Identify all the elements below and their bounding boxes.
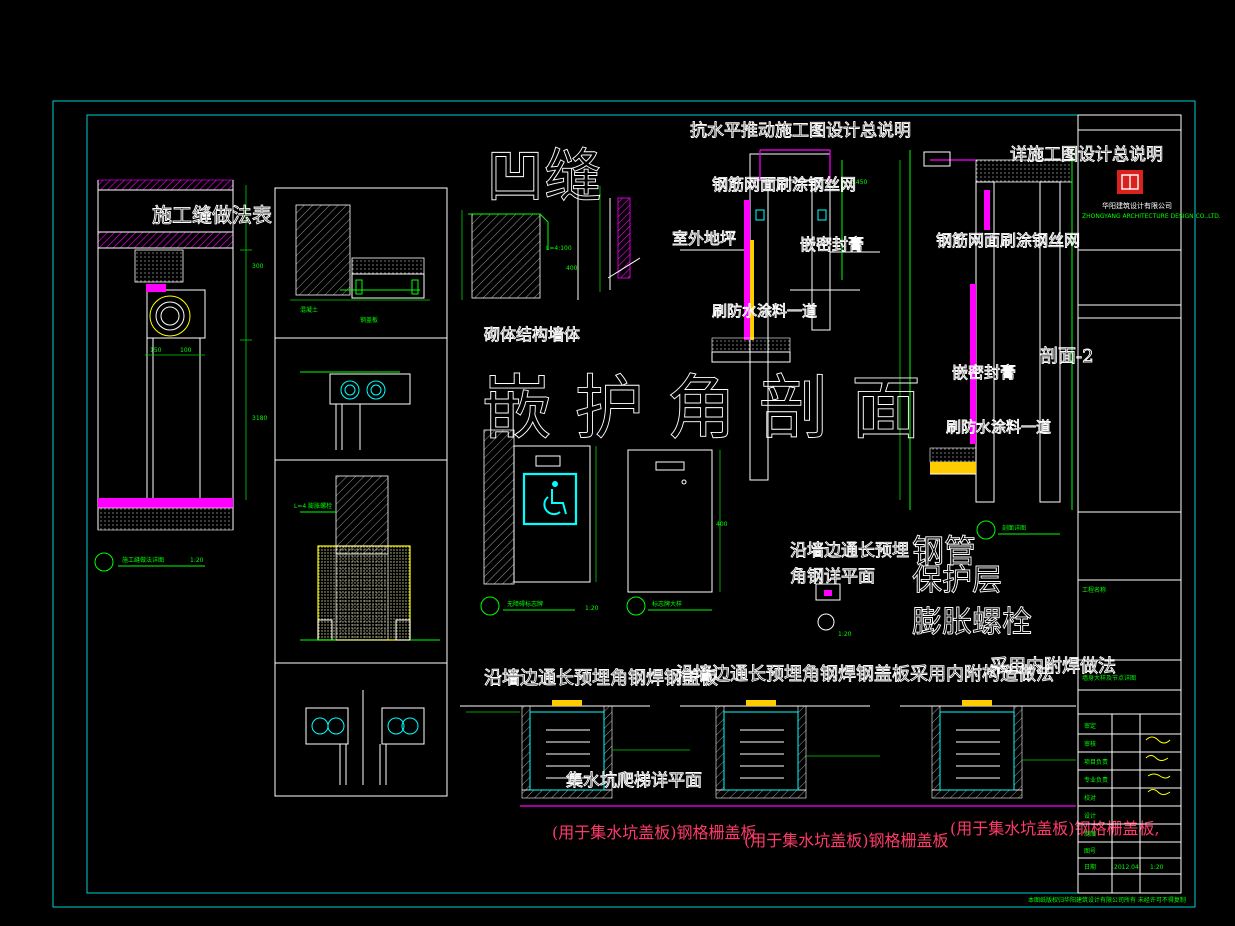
sign-plate-marker	[626, 596, 646, 616]
right-wall-section[interactable]	[899, 150, 1073, 510]
layer-text: 保护层	[912, 563, 1002, 598]
sign-plate-detail[interactable]: 400	[627, 449, 728, 593]
design-notes: 详施工图设计总说明	[1010, 145, 1163, 165]
sign-plate-label: 标志牌大样	[652, 600, 682, 608]
tb-row-1: 审核	[1084, 740, 1096, 748]
section-marker-right	[976, 520, 996, 540]
tb-row-4: 校对	[1084, 794, 1096, 802]
svg-text:300: 300	[252, 263, 264, 270]
big-row-text: 嵌 护 角 剖 面	[482, 367, 921, 449]
waterproof-coat-right: 刷防水涂料一道	[946, 418, 1051, 436]
svg-text:400: 400	[716, 521, 728, 528]
tb-scale: 1:20	[1150, 864, 1164, 871]
mesh-left: 钢筋网面刷涂钢丝网	[712, 175, 856, 194]
tb-date-label: 日期	[1084, 863, 1096, 871]
svg-text:混凝土: 混凝土	[300, 306, 318, 314]
groove-title: 凹缝	[486, 142, 602, 210]
long-strip-left: 沿墙边通长预埋	[790, 541, 909, 561]
tb-row-5: 设计	[1084, 812, 1096, 820]
section-label: 剖面-2	[1040, 346, 1094, 367]
access-sign-marker	[480, 596, 500, 616]
tb-row-2: 项目负责	[1084, 758, 1108, 766]
svg-text:钢盖板: 钢盖板	[360, 316, 378, 324]
steel-pipe: 钢管	[912, 532, 976, 570]
drawing-name: 墙身大样及节点详图	[1082, 674, 1136, 682]
note-row-right: 采用内附焊做法	[990, 656, 1116, 677]
left-wall-section[interactable]: 3180 300 150 100	[97, 179, 267, 531]
svg-text:1:20: 1:20	[838, 631, 852, 638]
access-sign-detail[interactable]	[483, 429, 597, 585]
left-detail-label: 施工缝做法详图	[122, 556, 164, 564]
project-label: 工程名称	[1082, 586, 1106, 594]
outer-border	[52, 100, 1196, 908]
left-detail-marker	[94, 552, 114, 572]
detail-panel[interactable]: 混凝土 钢盖板 L=4 膨胀螺栓	[274, 187, 448, 797]
waterproof-coat: 刷防水涂料一道	[712, 302, 817, 320]
footer-text: 本图纸版权归华阳建筑设计有限公司所有 未经许可不得复制	[1028, 896, 1186, 904]
pit-note-2: (用于集水坑盖板)钢格栅盖板	[744, 831, 949, 850]
title-block[interactable]	[1077, 114, 1182, 894]
access-sign-label: 无障碍标志牌	[507, 600, 543, 608]
tb-row-3: 专业负责	[1084, 776, 1108, 784]
waterproof-note: 抗水平推动施工图设计总说明	[690, 121, 911, 141]
pit-details[interactable]	[460, 700, 1076, 799]
company-cn: 华阳建筑设计有限公司	[1102, 201, 1172, 210]
company-en: ZHONGYANG ARCHITECTURE DESIGN CO.,LTD.	[1082, 213, 1221, 220]
pit-note-1: (用于集水坑盖板)钢格栅盖板	[552, 823, 757, 842]
left-title: 施工缝做法表	[152, 203, 272, 227]
tb-drawing-no-label: 图号	[1084, 848, 1096, 855]
tb-row-6: 制图	[1084, 830, 1096, 838]
tb-row-0: 审定	[1084, 722, 1096, 730]
svg-text:-0.450: -0.450	[848, 179, 868, 186]
pit-note-3: (用于集水坑盖板)钢格栅盖板,	[950, 819, 1160, 838]
section-right-label: 剖面详图	[1002, 524, 1026, 532]
svg-text:L=4 膨胀螺栓: L=4 膨胀螺栓	[294, 502, 332, 510]
groove-detail[interactable]: L=4:100 400	[461, 186, 641, 300]
access-sign-scale: 1:20	[585, 605, 599, 612]
svg-text:3180: 3180	[252, 415, 267, 422]
svg-text:150: 150	[150, 347, 162, 354]
left-scale: 1:20	[190, 557, 204, 564]
sealant-right: 嵌密封膏	[952, 363, 1016, 382]
sealant: 嵌密封膏	[800, 235, 864, 254]
outdoor-floor: 室外地坪	[672, 229, 736, 248]
stair-plan: 集水坑爬梯详平面	[566, 771, 702, 791]
svg-text:100: 100	[180, 347, 192, 354]
small-node-detail: 1:20	[815, 583, 852, 638]
note-row-left: 沿墙边通长预埋角钢焊钢盖板	[484, 668, 718, 689]
svg-text:L=4:100: L=4:100	[546, 245, 572, 252]
long-strip-mid: 角钢详平面	[790, 567, 875, 587]
expansion-bolt: 膨胀螺栓	[912, 605, 1032, 640]
center-wall-section[interactable]: -0.450	[680, 149, 880, 481]
mesh-right: 钢筋网面刷涂钢丝网	[936, 231, 1080, 250]
svg-text:400: 400	[566, 265, 578, 272]
masonry-header: 砌体结构墙体	[484, 325, 580, 344]
tb-date: 2012.04	[1114, 864, 1139, 871]
note-row-mid: 沿墙边通长预埋角钢焊钢盖板采用内附构造做法	[676, 664, 1054, 685]
